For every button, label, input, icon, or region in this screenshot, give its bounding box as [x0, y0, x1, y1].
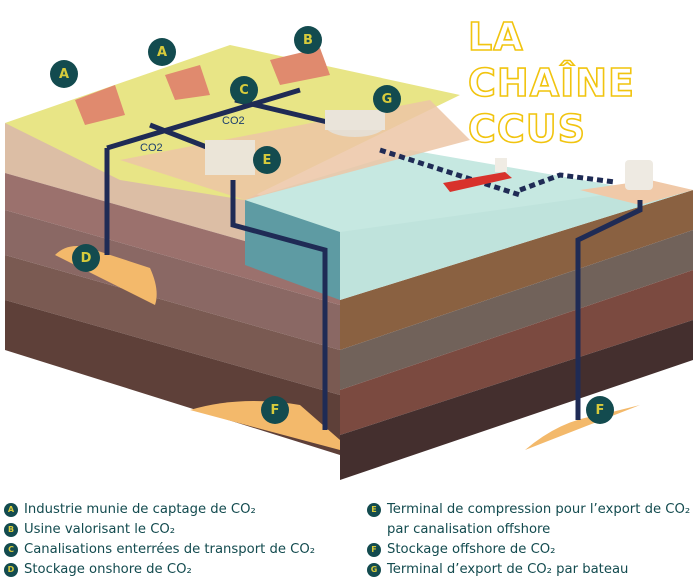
legend-text-g: Terminal d’export de CO₂ par bateau — [387, 562, 629, 577]
offshore-storage-f1 — [190, 401, 340, 450]
legend-badge-d: D — [4, 563, 18, 577]
title-line-1: LA CHAÎNE — [467, 14, 635, 106]
marker-d: D — [72, 244, 100, 272]
legend-item-e: E Terminal de compression pour l’export … — [367, 500, 690, 540]
legend-badge-b: B — [4, 523, 18, 537]
offshore-platform — [580, 180, 693, 205]
legend-badge-g: G — [367, 563, 381, 577]
marker-g: G — [373, 85, 401, 113]
legend-text-e-line2: par canalisation offshore — [387, 522, 551, 537]
legend-item-d: D Stockage onshore de CO₂ — [4, 560, 315, 580]
marker-e: E — [253, 146, 281, 174]
legend-item-g: G Terminal d’export de CO₂ par bateau — [367, 560, 690, 580]
legend-text-c: Canalisations enterrées de transport de … — [24, 542, 316, 557]
legend-left-column: A Industrie munie de captage de CO₂ B Us… — [4, 500, 315, 580]
marker-b: B — [294, 26, 322, 54]
pipes — [104, 87, 643, 430]
marker-f-1: F — [261, 396, 289, 424]
legend-item-c: C Canalisations enterrées de transport d… — [4, 540, 315, 560]
legend-item-b: B Usine valorisant le CO₂ — [4, 520, 315, 540]
sea-front-face — [245, 200, 340, 300]
legend-text-d: Stockage onshore de CO₂ — [24, 562, 192, 577]
title-line-2: CCUS — [467, 106, 586, 152]
legend-badge-f: F — [367, 543, 381, 557]
legend-right-column: E Terminal de compression pour l’export … — [367, 500, 690, 580]
legend-text-f: Stockage offshore de CO₂ — [387, 542, 556, 557]
sea-right-face — [340, 185, 693, 300]
marker-f-2: F — [586, 396, 614, 424]
legend-text-a: Industrie munie de captage de CO₂ — [24, 502, 256, 517]
buildings — [75, 48, 385, 175]
ship — [443, 172, 512, 192]
pipe-label-co2-upper: CO2 — [222, 115, 245, 127]
land-surface — [5, 45, 460, 200]
marker-a-2: A — [148, 38, 176, 66]
legend-item-a: A Industrie munie de captage de CO₂ — [4, 500, 315, 520]
marker-a-1: A — [50, 60, 78, 88]
diagram-title: LA CHAÎNE CCUS — [467, 14, 693, 152]
legend-text-e-line1: Terminal de compression pour l’export de… — [387, 502, 691, 517]
legend-text-e: Terminal de compression pour l’export de… — [387, 500, 690, 540]
legend-text-b: Usine valorisant le CO₂ — [24, 522, 176, 537]
legend-badge-e: E — [367, 503, 381, 517]
right-face-strata — [340, 190, 693, 480]
legend-badge-a: A — [4, 503, 18, 517]
pipe-label-co2-lower: CO2 — [140, 142, 163, 154]
legend-item-f: F Stockage offshore de CO₂ — [367, 540, 690, 560]
marker-c: C — [230, 76, 258, 104]
offshore-storage-f2 — [525, 405, 640, 450]
legend-badge-c: C — [4, 543, 18, 557]
